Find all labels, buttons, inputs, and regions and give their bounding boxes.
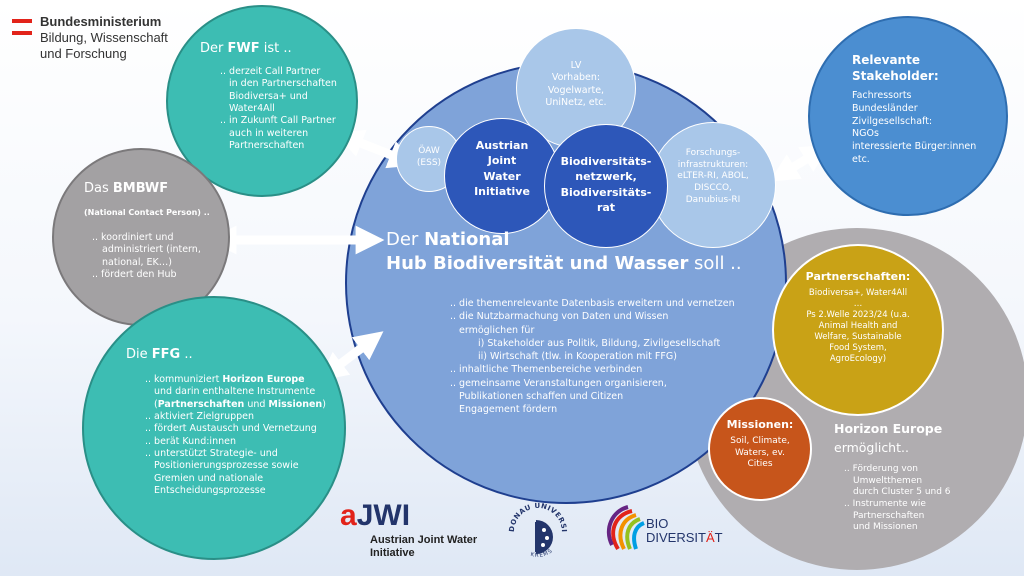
ffg-name: FFG	[151, 347, 181, 362]
biodiversity-logo-text: BIO DIVERSITÄT	[646, 516, 723, 545]
biodiversity-network-text: Biodiversitäts- netzwerk, Biodiversitäts…	[560, 155, 652, 215]
horizon-heading: Horizon Europe	[834, 421, 943, 436]
ffg-circle	[82, 296, 346, 560]
research-infrastructures-circle	[650, 122, 776, 248]
fwf-circle	[166, 5, 358, 197]
bmbwf-name: BMBWF	[112, 181, 169, 196]
biodiversity-network-circle	[544, 124, 668, 248]
stakeholder-heading: Relevante Stakeholder:	[852, 53, 939, 84]
bmbwf-heading: Das BMBWF	[84, 181, 169, 196]
ministry-name: Bundesministerium Bildung, Wissenschaft …	[40, 14, 168, 62]
ajwi-circle-text: Austrian Joint Water Initiative	[474, 139, 530, 199]
bmbwf-text: .. koordiniert und administriert (intern…	[92, 232, 201, 281]
arrow-fwf-hub	[334, 129, 418, 169]
fwf-name: FWF	[227, 41, 260, 56]
ffg-heading: Die FFG ..	[126, 347, 193, 362]
arrow-hub-stakeholder	[769, 144, 831, 182]
stakeholder-circle	[808, 16, 1008, 216]
fwf-heading: Der FWF ist ..	[200, 41, 292, 56]
flag-stripe-bottom	[12, 31, 32, 35]
horizon-text: .. Förderung von Umweltthemen durch Clus…	[844, 464, 951, 533]
hub-title: Der National Hub Biodiversität und Wasse…	[386, 229, 742, 275]
ajwi-logo-mark: aJWI	[340, 499, 411, 532]
donau-half-disc	[536, 520, 553, 554]
hub-points: .. die themenrelevante Datenbasis erweit…	[450, 298, 735, 416]
horizon-subtitle: ermöglicht..	[834, 440, 909, 455]
partnerships-text: Biodiversa+, Water4All … Ps 2.Welle 2023…	[806, 288, 910, 365]
missions-circle	[708, 397, 812, 501]
ajwi-circle	[444, 118, 560, 234]
partnerships-circle	[772, 244, 944, 416]
svg-text:KREMS: KREMS	[530, 548, 555, 559]
arrow-ffg-hub	[318, 331, 384, 381]
fwf-text: .. derzeit Call Partner in den Partnersc…	[220, 66, 337, 152]
biodiversity-logo: BIO DIVERSITÄT	[604, 505, 724, 565]
ajwi-logo-text: Austrian Joint Water Initiative	[370, 534, 478, 559]
ministry-name-line3: und Forschung	[40, 46, 127, 61]
bmbwf-subtitle: (National Contact Person) ..	[84, 208, 210, 217]
donau-university-emblem: DONAU UNIVERSITÄT KREMS	[503, 491, 567, 559]
missions-heading: Missionen:	[726, 418, 794, 431]
partnerships-heading: Partnerschaften:	[805, 270, 911, 283]
lv-projects-text: LV Vorhaben: Vogelwarte, UniNetz, etc.	[545, 60, 607, 109]
stakeholder-text: Fachressorts Bundesländer Zivilgesellsch…	[852, 90, 977, 166]
research-infrastructures-text: Forschungs- infrastrukturen: eLTER-RI, A…	[677, 148, 749, 205]
ffg-text: .. kommuniziert Horizon Europe und darin…	[145, 374, 326, 497]
flag-stripe-top	[12, 19, 32, 23]
ajwi-logo: aJWI Austrian Joint Water Initiative	[340, 500, 490, 570]
oeaw-text: ÖAW (ESS)	[416, 146, 442, 168]
biodiversity-swirl-icon	[606, 505, 645, 551]
donau-university-logo: DONAU UNIVERSITÄT KREMS	[503, 491, 570, 568]
ministry-name-line1: Bundesministerium	[40, 14, 162, 29]
ministry-name-line2: Bildung, Wissenschaft	[40, 30, 168, 45]
missions-text: Soil, Climate, Waters, ev. Cities	[730, 436, 790, 470]
donau-krems-text: KREMS	[530, 548, 554, 559]
